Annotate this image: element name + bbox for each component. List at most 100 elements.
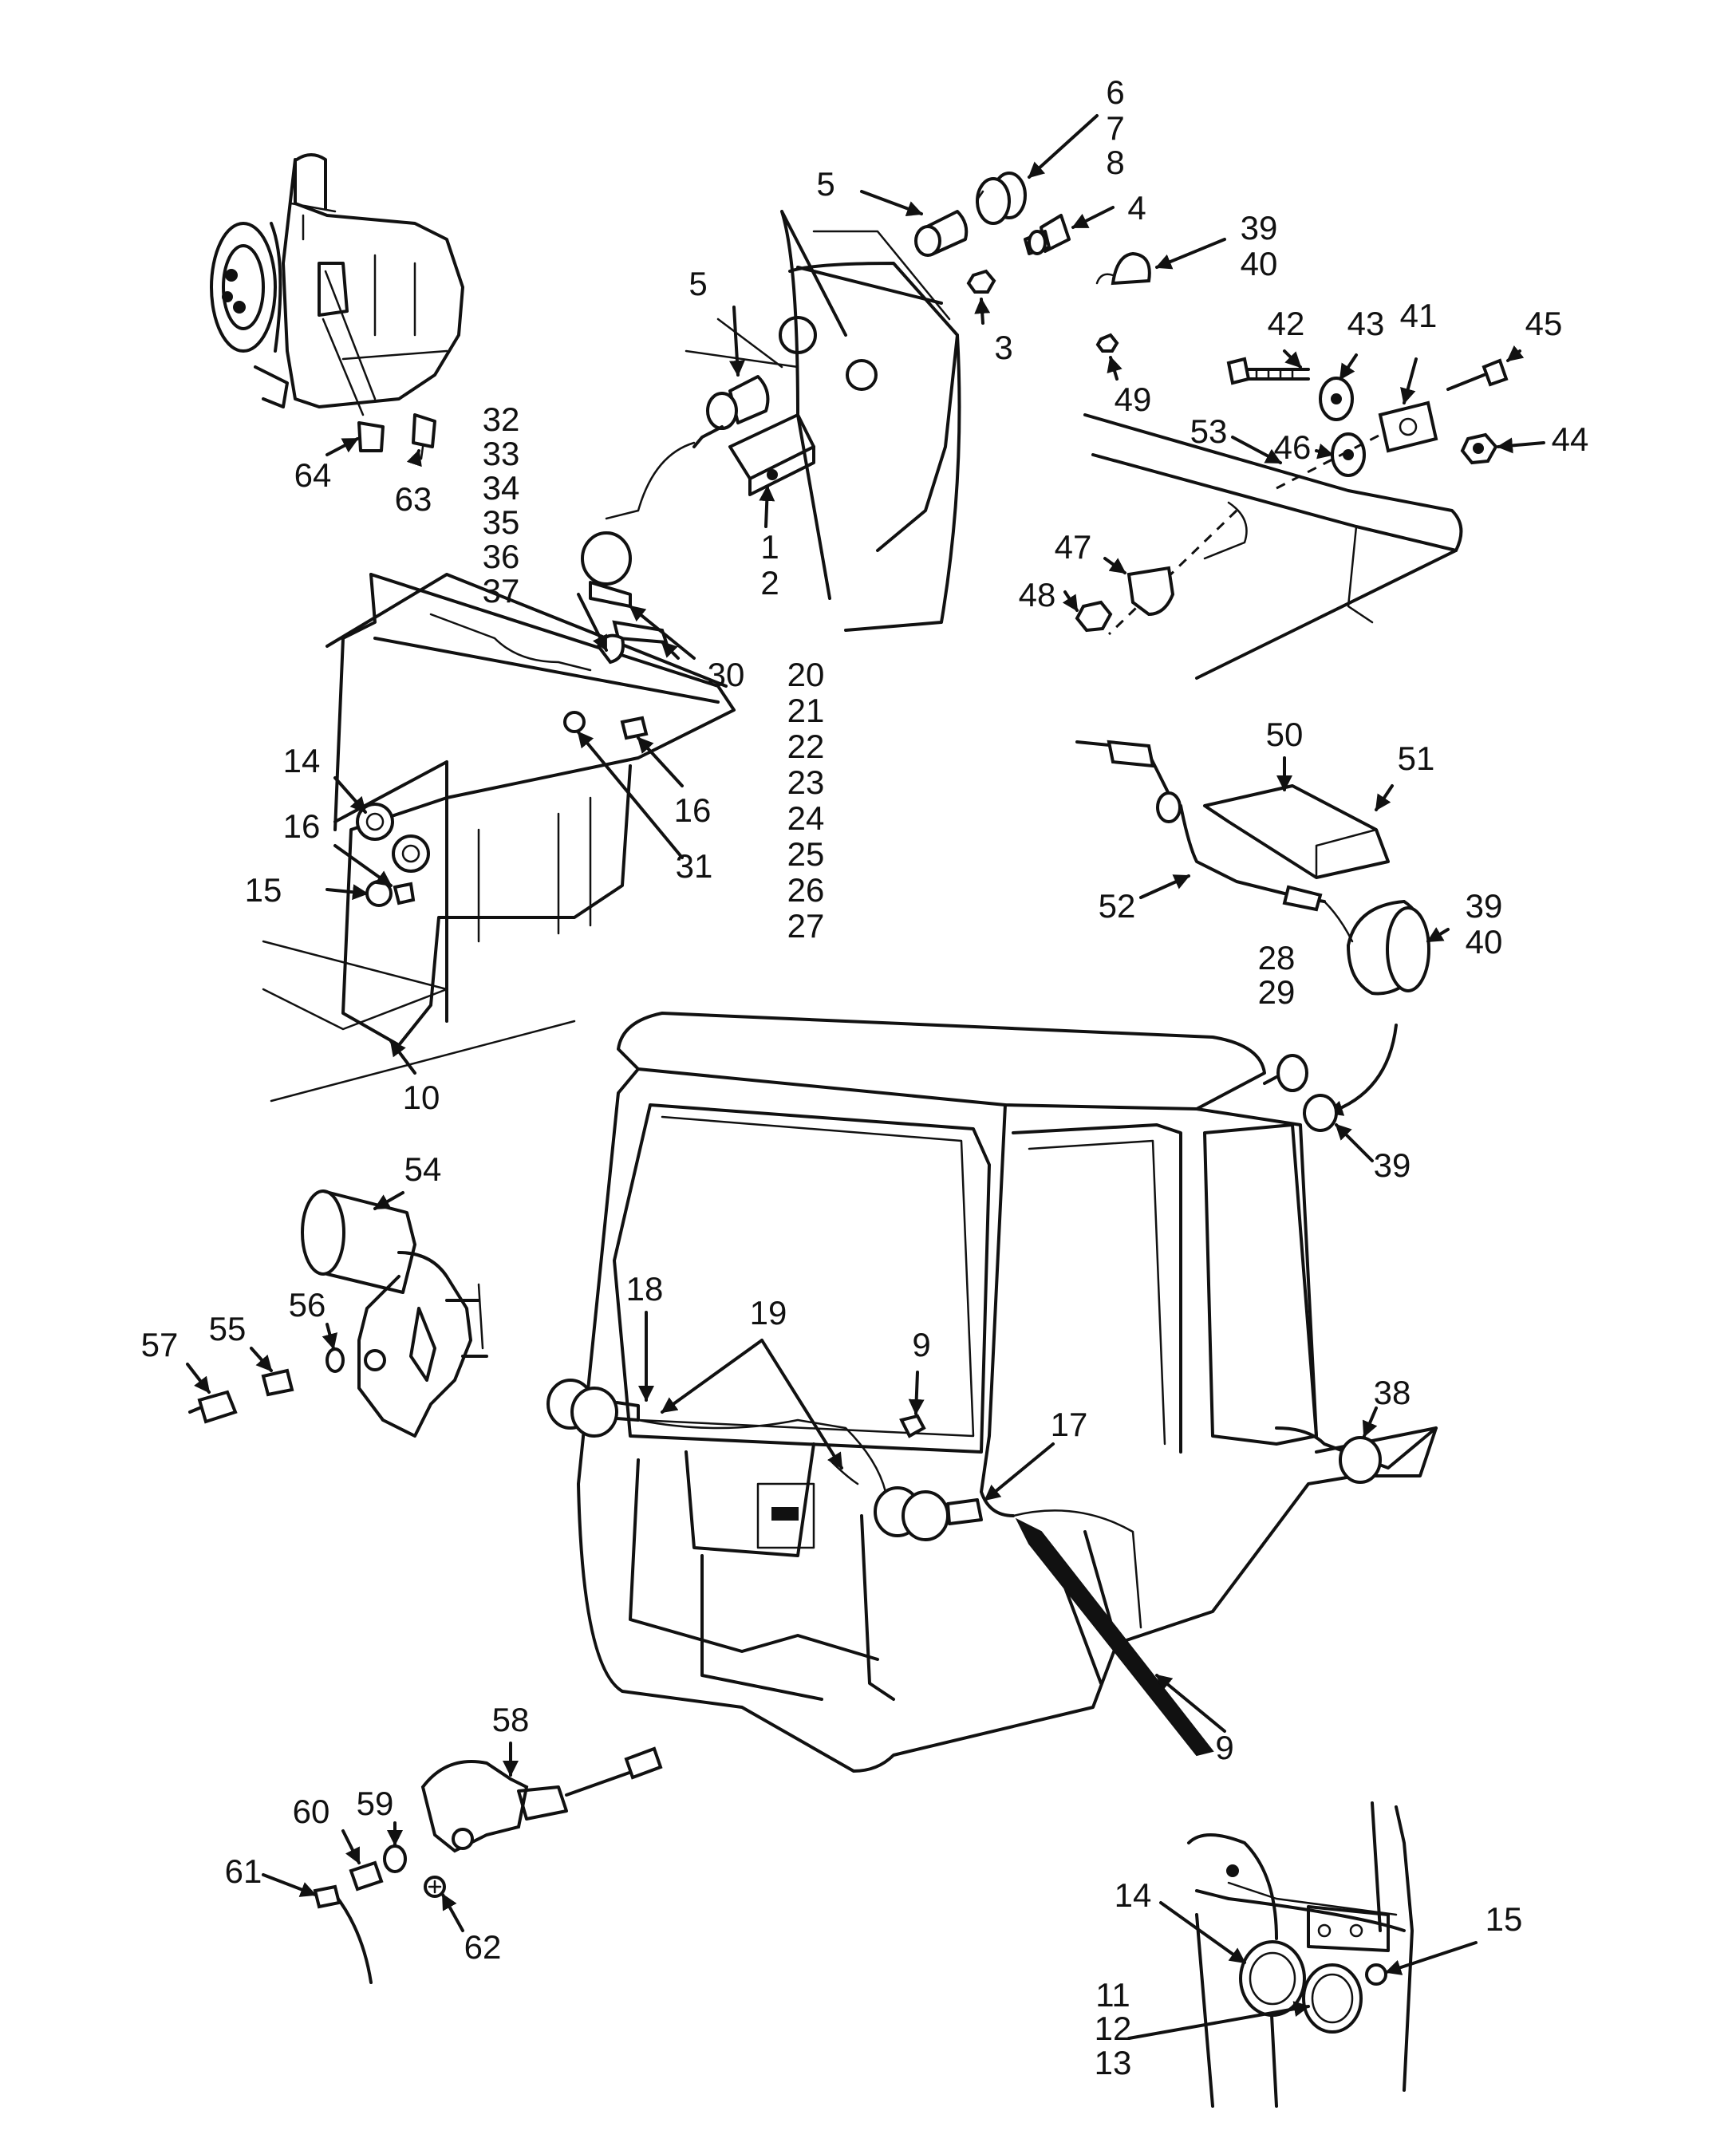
callout-52: 52 xyxy=(1099,887,1136,925)
lamp-39-40-lower-drawing xyxy=(1323,899,1430,996)
callout-42: 42 xyxy=(1268,305,1305,342)
callout-28: 28 xyxy=(1258,939,1296,976)
bolt-45-drawing xyxy=(1446,358,1509,391)
callout-33: 33 xyxy=(483,435,520,472)
connector-60-drawing xyxy=(349,1860,384,1892)
callout-55: 55 xyxy=(209,1310,247,1347)
callout-60: 60 xyxy=(293,1793,330,1830)
gauge-14-detail-drawing xyxy=(1239,1940,1363,2034)
callout-40-upper: 40 xyxy=(1241,245,1278,282)
callout-51: 51 xyxy=(1398,740,1435,777)
starter-54-drawing xyxy=(301,1189,488,1438)
callout-21: 21 xyxy=(787,692,825,729)
terminal-55-drawing xyxy=(261,1368,294,1397)
callout-5-upper: 5 xyxy=(816,165,834,203)
nut-15-detail-drawing xyxy=(1365,1963,1387,1986)
callout-14-detail: 14 xyxy=(1115,1876,1152,1914)
engine-block-drawing xyxy=(210,153,464,416)
callout-44: 44 xyxy=(1552,420,1589,458)
callout-1: 1 xyxy=(760,528,779,566)
callout-39-upper: 39 xyxy=(1241,209,1278,247)
callout-5-lower: 5 xyxy=(688,265,707,302)
lamp-20-27-drawing xyxy=(581,531,632,608)
switch-5-lower-drawing xyxy=(605,375,770,520)
callout-38: 38 xyxy=(1374,1374,1411,1411)
beacon-39-cab-drawing xyxy=(1303,1094,1338,1132)
dashboard-panel-drawing xyxy=(685,210,961,632)
callout-2: 2 xyxy=(760,564,779,602)
callout-31: 31 xyxy=(676,847,713,885)
callout-46: 46 xyxy=(1274,428,1312,466)
instrument-housing-10-drawing xyxy=(262,573,736,1103)
nut-48-drawing xyxy=(1075,600,1113,633)
callout-35: 35 xyxy=(483,503,520,541)
callout-39-cab: 39 xyxy=(1374,1146,1411,1184)
callout-22: 22 xyxy=(787,728,825,765)
sender-64-drawing xyxy=(357,421,385,452)
callout-47: 47 xyxy=(1055,528,1092,566)
callout-59: 59 xyxy=(357,1785,394,1822)
callout-61: 61 xyxy=(225,1852,262,1890)
callout-45: 45 xyxy=(1525,305,1563,342)
beacon-28-29-drawing xyxy=(1263,1054,1308,1092)
rear-lights-18-drawing xyxy=(546,1379,640,1438)
callout-48: 48 xyxy=(1019,576,1056,613)
callout-19: 19 xyxy=(750,1294,787,1331)
washer-46-drawing xyxy=(1331,432,1366,477)
nut-59-drawing xyxy=(383,1844,407,1873)
callout-64: 64 xyxy=(294,456,332,494)
callout-56: 56 xyxy=(289,1286,326,1324)
callout-36: 36 xyxy=(483,538,520,575)
callout-40-lamp: 40 xyxy=(1466,923,1503,961)
bracket-4-drawing xyxy=(1024,214,1071,255)
callout-26: 26 xyxy=(787,871,825,909)
callout-27: 27 xyxy=(787,907,825,945)
callout-8: 8 xyxy=(1106,144,1124,181)
nut-15-left-drawing xyxy=(365,880,393,907)
washer-43-drawing xyxy=(1319,377,1354,421)
callout-25: 25 xyxy=(787,835,825,873)
terminal-57-drawing xyxy=(188,1390,238,1424)
callout-17: 17 xyxy=(1051,1406,1088,1443)
callout-14-left: 14 xyxy=(283,742,321,779)
bracket-41-drawing xyxy=(1378,400,1438,453)
callout-6: 6 xyxy=(1106,73,1124,111)
callout-39-lamp: 39 xyxy=(1466,887,1503,925)
callout-16-left: 16 xyxy=(283,807,321,845)
clip-16-right-drawing xyxy=(620,716,649,740)
callout-29: 29 xyxy=(1258,973,1296,1011)
callout-57: 57 xyxy=(141,1326,179,1363)
callout-3: 3 xyxy=(994,329,1012,366)
callout-numbers: 1 2 3 4 5 5 6 7 8 9 9 10 11 12 13 14 14 … xyxy=(141,73,1589,2081)
callout-15-detail: 15 xyxy=(1485,1900,1523,1938)
callout-53: 53 xyxy=(1190,412,1228,450)
callout-13: 13 xyxy=(1095,2044,1132,2081)
callout-9-lower: 9 xyxy=(1215,1729,1233,1766)
connector-31-drawing xyxy=(563,711,586,733)
callout-49: 49 xyxy=(1115,381,1152,418)
callout-63: 63 xyxy=(395,480,432,518)
callout-34: 34 xyxy=(483,469,520,507)
side-lamp-38-drawing xyxy=(1339,1436,1382,1484)
callout-50: 50 xyxy=(1266,716,1304,753)
callout-18: 18 xyxy=(626,1270,664,1308)
bracket-47-drawing xyxy=(1126,566,1175,617)
callout-23: 23 xyxy=(787,763,825,801)
rear-lights-17-drawing xyxy=(874,1486,983,1541)
sender-63-drawing xyxy=(412,413,436,460)
knob-6-8-drawing xyxy=(976,172,1027,225)
switch-5-upper-drawing xyxy=(914,210,969,257)
fender-53-drawing xyxy=(1083,413,1463,680)
connector-9-upper-drawing xyxy=(899,1414,926,1438)
nut-49-drawing xyxy=(1095,333,1119,353)
callout-32: 32 xyxy=(483,400,520,438)
callout-11: 11 xyxy=(1095,1976,1130,2014)
lamp-39-upper-drawing xyxy=(1095,251,1151,286)
callout-12: 12 xyxy=(1095,2010,1132,2047)
callout-43: 43 xyxy=(1347,305,1385,342)
callout-10: 10 xyxy=(403,1079,440,1116)
harness-52-drawing xyxy=(1075,740,1326,912)
callout-24: 24 xyxy=(787,799,825,837)
switch-58-drawing xyxy=(420,1746,663,1853)
switch-bracket-1-2-drawing xyxy=(728,413,815,496)
